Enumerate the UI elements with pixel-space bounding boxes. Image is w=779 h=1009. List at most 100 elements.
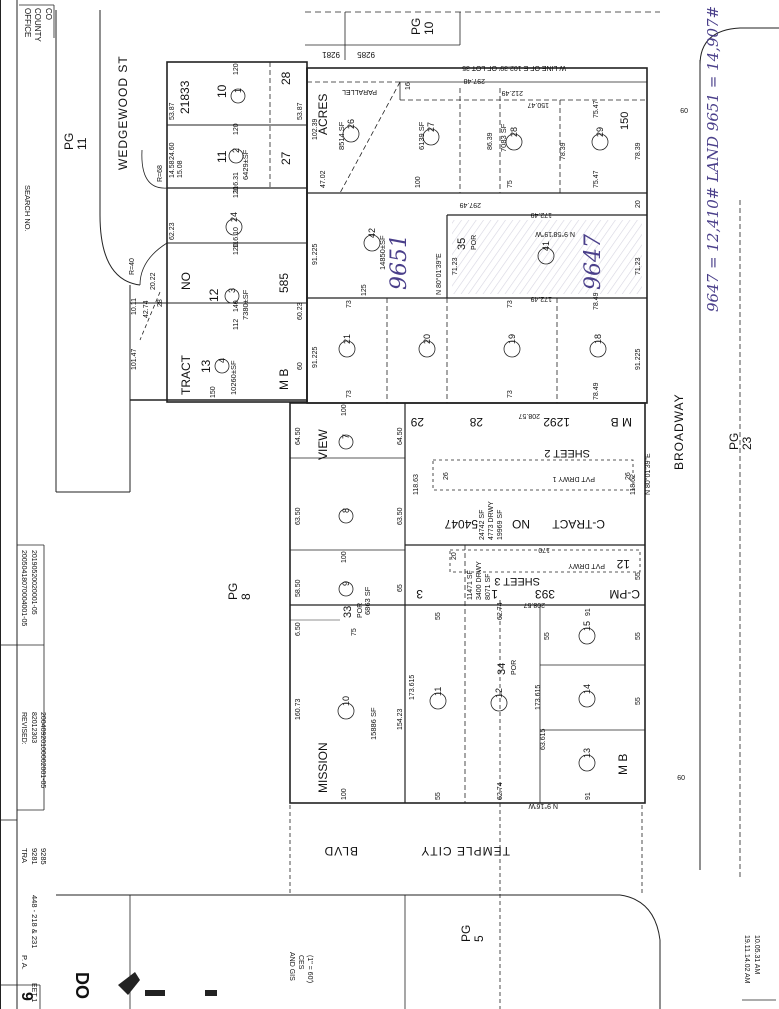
svg-text:21: 21 — [342, 334, 352, 344]
dim-73d: 73 — [507, 390, 514, 398]
page-ref-8: PG8 — [226, 583, 253, 600]
w-line-note: W LINE OF E 102.39' OF LOT 35 — [462, 64, 566, 71]
parcel-4[interactable]: 4 — [214, 358, 230, 374]
dim-297-49: 297.49 — [459, 201, 481, 208]
svg-text:18: 18 — [593, 334, 603, 344]
parcel-14[interactable]: 14 — [578, 684, 596, 708]
tract-label: TRACT — [179, 354, 193, 395]
c-pm-393: 393 — [535, 587, 555, 601]
parcel-3[interactable]: 3 — [224, 288, 240, 304]
page-29: 29 — [410, 415, 424, 429]
dim-91-225c: 91.225 — [635, 348, 642, 370]
svg-text:19: 19 — [507, 334, 517, 344]
dim-91a: 91 — [585, 608, 592, 616]
tra-9285: 9285 — [39, 848, 48, 865]
radius-68: R=68 — [157, 165, 164, 182]
parcel-12[interactable]: 12 — [490, 688, 508, 712]
parcel-1[interactable]: 1 — [230, 88, 246, 104]
dim-75-47b: 75.47 — [593, 100, 600, 118]
parcel-20[interactable]: 20 — [418, 334, 436, 358]
parcel-24[interactable]: 24 — [225, 212, 243, 236]
dim-47-02: 47.02 — [320, 170, 327, 188]
scale-bar-fragment-2 — [205, 990, 217, 996]
dim-24-60: 24.60 — [169, 142, 176, 160]
dim-65: 65 — [397, 584, 404, 592]
parcel-15[interactable]: 15 — [578, 621, 596, 645]
dim-91-225b: 91.225 — [312, 346, 319, 368]
area-42: 14850±SF — [378, 235, 387, 270]
dim-71-23a: 71.23 — [452, 257, 459, 275]
scale-label: (1" = 60') — [306, 955, 313, 983]
dim-91-225a: 91.225 — [312, 243, 319, 265]
dim-28: 28 — [157, 299, 164, 307]
dim-62-74b: 62.74 — [497, 782, 504, 800]
dim-78-49a: 78.49 — [593, 292, 600, 310]
svg-text:11: 11 — [433, 687, 443, 696]
tract-21833-block — [129, 61, 308, 403]
dim-10-11: 10.11 — [131, 298, 138, 315]
dim-100a: 100 — [415, 176, 422, 188]
dim-297-48: 297.48 — [463, 77, 485, 84]
parcel-13[interactable]: 13 — [578, 748, 596, 772]
parcel-18[interactable]: 18 — [589, 334, 607, 358]
dim-63-615: 63.615 — [540, 728, 547, 750]
parcel-8[interactable]: 8 — [338, 508, 354, 524]
temple-city-label: TEMPLE CITY — [420, 844, 510, 858]
parcel-21[interactable]: 21 — [338, 334, 356, 358]
parcel-numbers: 1 2 3 4 24 26 27 28 29 42 41 21 20 19 18… — [214, 88, 609, 772]
county-label: COUNTY — [33, 8, 42, 42]
dim-16: 16 — [405, 82, 412, 90]
broadway-label: BROADWAY — [672, 393, 686, 470]
parcel-2[interactable]: 2 — [228, 148, 244, 164]
dim-55a: 55 — [435, 612, 442, 620]
handwritten-assessment-note: 9647 = 12,410# LAND 9651 = 14,907# = 273… — [704, 0, 722, 312]
parcel-27[interactable]: 27 — [422, 122, 440, 146]
parcel-41-hatch — [452, 220, 642, 294]
parcel-10[interactable]: 10 — [337, 696, 355, 720]
tract-number-21833: 21833 — [178, 80, 192, 114]
svg-text:2: 2 — [231, 148, 241, 153]
dim-100c: 100 — [341, 551, 348, 563]
page-ref-5: PG5 — [459, 925, 486, 942]
dim-20-22: 20.22 — [150, 272, 157, 290]
area-10: 15886 SF — [369, 707, 378, 740]
parcel-9[interactable]: 9 — [338, 581, 354, 597]
dim-116-31: 116.31 — [233, 172, 240, 193]
svg-text:13: 13 — [582, 748, 592, 758]
scale-bar-fragment — [145, 990, 165, 996]
dim-91b: 91 — [585, 792, 592, 800]
dim-64-50b: 64.50 — [397, 427, 404, 445]
parcel-26[interactable]: 26 — [342, 119, 360, 143]
area-26: 8514 SF — [337, 121, 346, 150]
c-pm-1: 1 — [491, 587, 498, 601]
parcel-28[interactable]: 28 — [505, 127, 523, 151]
lot-10: 10 — [215, 84, 229, 98]
north-arrow-fragment — [118, 972, 140, 995]
parcel-29[interactable]: 29 — [591, 127, 609, 151]
svg-text:42: 42 — [367, 228, 377, 238]
pvt-drwy-2: PVT DRWY — [568, 562, 605, 569]
dim-60: 60 — [297, 362, 304, 370]
lot-13: 13 — [199, 359, 213, 373]
print-stamp-2: 10.05.31 AM — [753, 935, 760, 974]
parcel-7[interactable]: 7 — [338, 434, 354, 450]
dim-60-23: 60.23 — [297, 302, 304, 320]
svg-text:28: 28 — [509, 127, 519, 137]
book-1292: 1292 — [543, 415, 570, 429]
svg-text:26: 26 — [346, 119, 356, 129]
lot-12: 12 — [207, 288, 221, 302]
parcel-11[interactable]: 11 — [429, 687, 447, 710]
svg-text:12: 12 — [494, 688, 504, 698]
dim-140: 140 — [233, 300, 240, 312]
dim-15-08: 15.08 — [177, 160, 184, 178]
parcel-42[interactable]: 42 — [363, 228, 381, 252]
parcel-41[interactable]: 41 — [537, 241, 555, 265]
dim-26b: 26 — [625, 472, 632, 480]
co-label: CO — [44, 8, 53, 20]
dim-53-87b: 53.87 — [297, 102, 304, 120]
parcel-19[interactable]: 19 — [503, 334, 521, 358]
street-lines — [55, 10, 779, 1009]
area-labels: 8514 SF 6139 SF 7083 SF 6429±SF 7380±SF … — [229, 121, 508, 740]
tra-9281: 9281 — [30, 848, 39, 865]
